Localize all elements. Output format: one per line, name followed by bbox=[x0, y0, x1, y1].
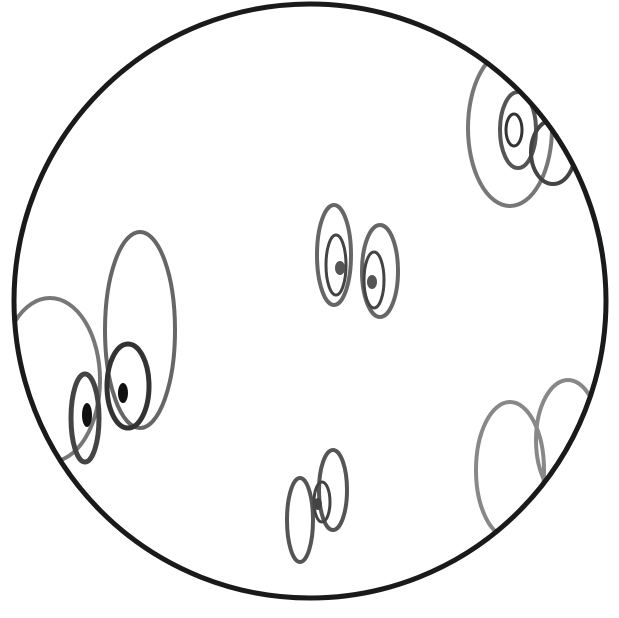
core-dot bbox=[314, 498, 322, 510]
upper-right-cluster bbox=[468, 50, 575, 206]
lower-right-cluster bbox=[476, 380, 600, 538]
center-pair bbox=[317, 205, 398, 317]
loop-tall bbox=[105, 232, 175, 428]
loop-right bbox=[319, 450, 347, 530]
loop-medium bbox=[107, 344, 149, 428]
loop-left bbox=[287, 478, 313, 562]
core-dot bbox=[335, 261, 345, 275]
left-cluster bbox=[0, 232, 175, 462]
core-dot bbox=[118, 383, 128, 403]
bottom-center-pair bbox=[287, 450, 347, 562]
loops-layer bbox=[0, 50, 600, 562]
loop-core-ring bbox=[506, 114, 522, 146]
core-dot bbox=[367, 275, 377, 289]
core-dot bbox=[82, 403, 92, 427]
